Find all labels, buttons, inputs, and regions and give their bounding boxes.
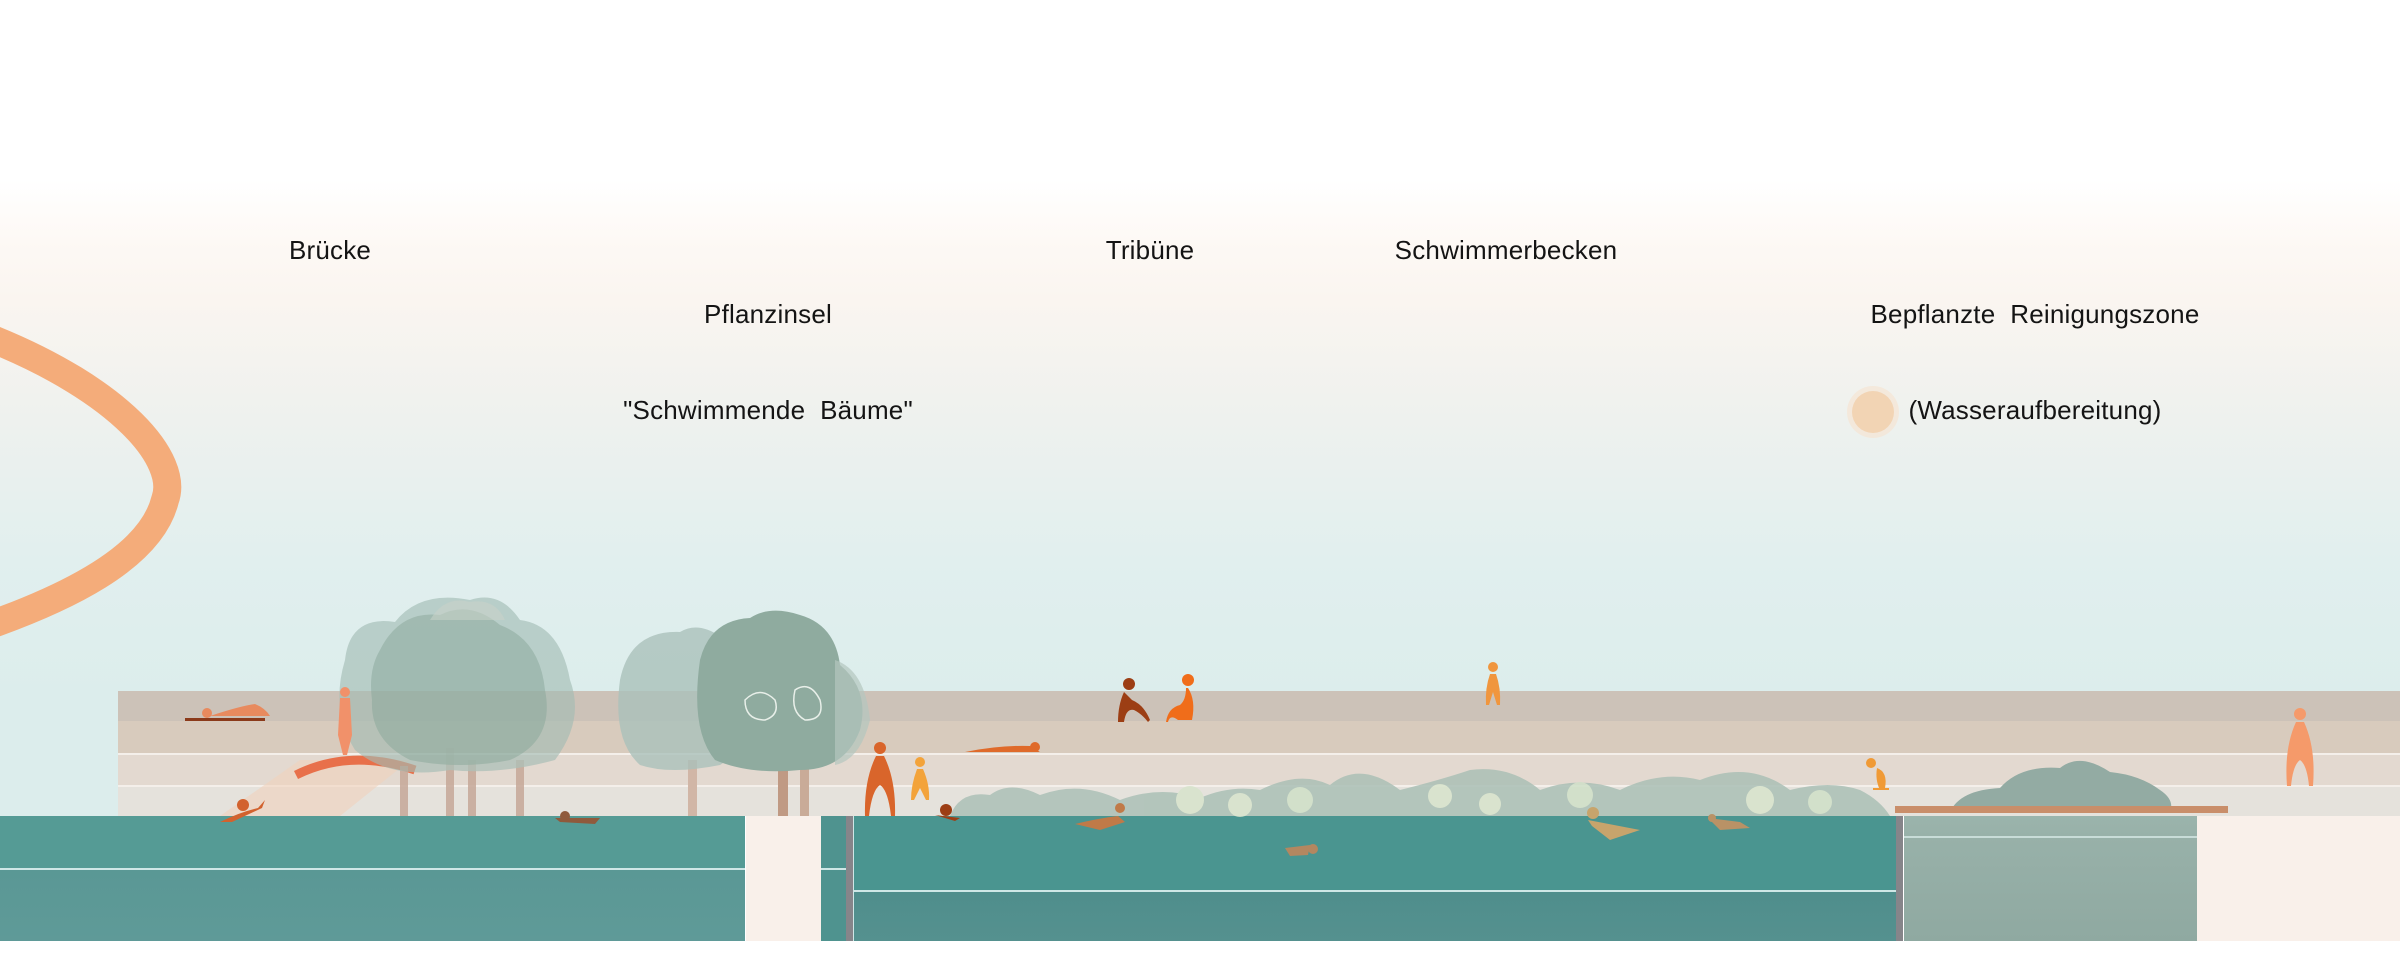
cream-ground-1 — [746, 816, 821, 941]
label-pflanzinsel-line1: Pflanzinsel — [704, 299, 832, 329]
crouching-person-icon — [1866, 758, 1889, 790]
pool-island-channel — [821, 816, 846, 941]
label-tribuene: Tribüne — [1105, 235, 1195, 265]
label-schwimmerbecken: Schwimmerbecken — [1394, 235, 1618, 265]
label-reinigungszone-line1: Bepflanzte Reinigungszone — [1870, 299, 2200, 329]
swimmer-icon — [1708, 814, 1750, 830]
swimmer-icon — [1587, 807, 1640, 840]
treatment-plants-icon — [1950, 760, 2172, 812]
label-pflanzinsel: Pflanzinsel "Schwimmende Bäume" — [568, 234, 968, 458]
sitting-person-icon — [1166, 674, 1194, 722]
water-line — [821, 868, 846, 870]
pool-divider-wall-2 — [1896, 816, 1903, 941]
label-reinigungszone: Bepflanzte Reinigungszone (Wasseraufbere… — [1835, 234, 2235, 458]
standing-adult-icon — [864, 742, 896, 816]
bridge-shadow — [220, 760, 410, 816]
lying-person-icon — [965, 742, 1040, 752]
swimmer-icon — [1285, 844, 1318, 856]
water-line — [1904, 836, 2197, 838]
pool-bridge-zone — [0, 816, 745, 941]
shrub-band-icon — [950, 769, 1890, 817]
water-line — [854, 890, 1897, 892]
sitting-person-icon — [1118, 678, 1150, 722]
tree-group-island-icon — [618, 610, 870, 816]
swimmer-icon — [935, 804, 960, 821]
cream-ground-2 — [2197, 816, 2400, 941]
standing-child-icon — [1485, 662, 1501, 705]
swimmer-icon — [555, 811, 600, 824]
label-bruecke: Brücke — [288, 235, 372, 265]
swimming-pool — [853, 816, 1897, 941]
label-reinigungszone-line2: (Wasseraufbereitung) — [1908, 395, 2162, 425]
boardwalk-icon — [1895, 806, 2228, 813]
standing-person-icon — [338, 687, 352, 755]
swimmer-icon — [220, 799, 265, 822]
label-pflanzinsel-line2: "Schwimmende Bäume" — [623, 395, 913, 425]
water-line — [0, 868, 745, 870]
pool-divider-wall — [846, 816, 853, 941]
standing-child-icon — [911, 757, 930, 800]
lying-person-icon — [185, 704, 270, 721]
treatment-basin — [1904, 816, 2197, 941]
tree-group-left-icon — [339, 597, 575, 816]
swimmer-icon — [1075, 803, 1125, 830]
standing-adult-icon — [2286, 708, 2314, 786]
